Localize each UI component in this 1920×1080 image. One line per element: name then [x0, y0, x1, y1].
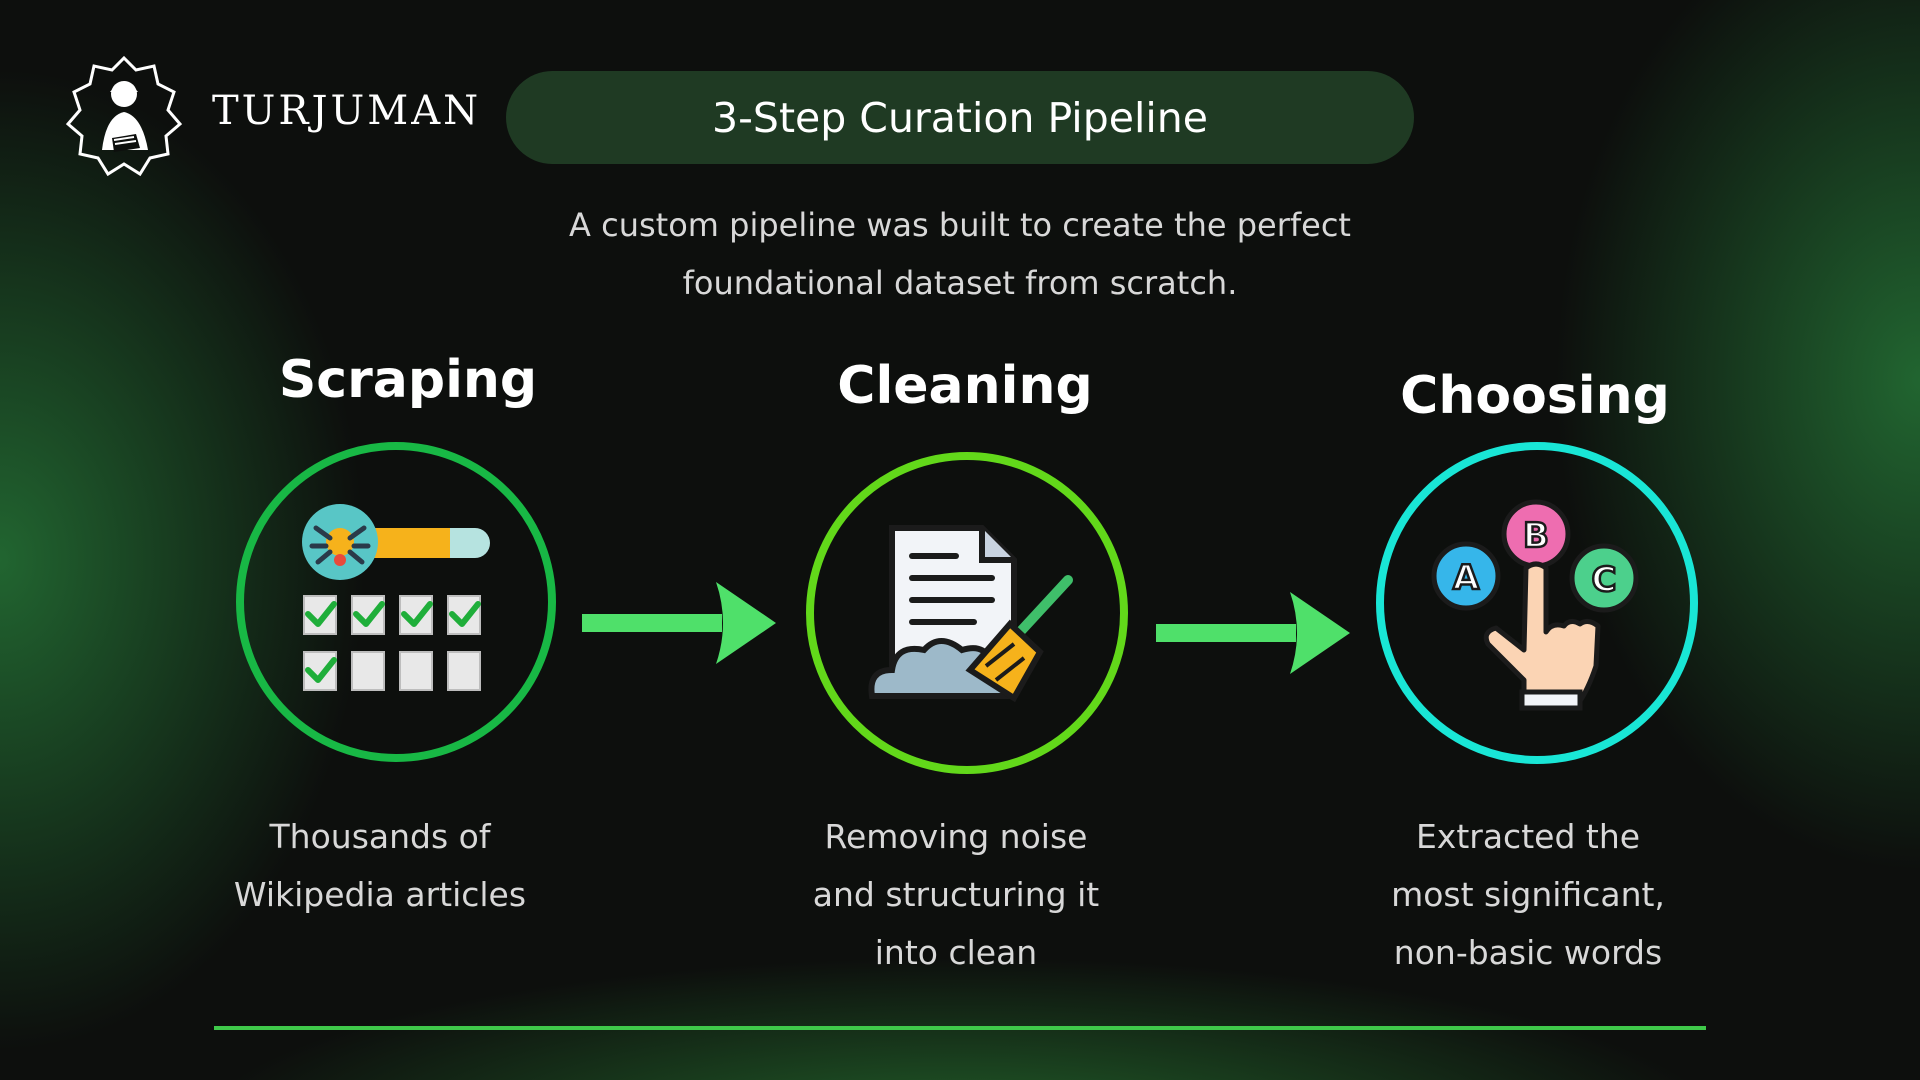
step-ring-scraping: [236, 442, 556, 762]
turjuman-logo: [62, 54, 186, 178]
step-title-cleaning: Cleaning: [837, 356, 1093, 416]
page-title: 3-Step Curation Pipeline: [712, 93, 1208, 142]
desc-line: and structuring it: [812, 875, 1100, 914]
desc-line: Wikipedia articles: [233, 875, 527, 914]
desc-line: non-basic words: [1393, 933, 1663, 972]
abc-choice-hand-icon: A B C: [1428, 494, 1648, 714]
step-desc-choosing: Extracted the most significant, non-basi…: [1318, 808, 1738, 982]
desc-line: Thousands of: [269, 817, 491, 856]
intro-line-2: foundational dataset from scratch.: [682, 264, 1238, 302]
step-ring-cleaning: [806, 452, 1128, 774]
desc-line: Removing noise: [824, 817, 1088, 856]
step-ring-choosing: [1376, 442, 1698, 764]
desc-line: into clean: [874, 933, 1038, 972]
arrow-right-icon: [1154, 588, 1354, 678]
intro-line-1: A custom pipeline was built to create th…: [569, 206, 1351, 244]
desc-line: most significant,: [1391, 875, 1665, 914]
bottom-divider: [214, 1026, 1706, 1030]
step-desc-cleaning: Removing noise and structuring it into c…: [746, 808, 1166, 982]
document-broom-icon: [864, 520, 1074, 710]
spider-checklist-icon: [296, 500, 496, 700]
intro-text: A custom pipeline was built to create th…: [500, 196, 1420, 312]
step-desc-scraping: Thousands of Wikipedia articles: [170, 808, 590, 924]
svg-text:A: A: [1453, 558, 1480, 598]
desc-line: Extracted the: [1415, 817, 1641, 856]
svg-text:C: C: [1592, 560, 1617, 600]
title-pill: 3-Step Curation Pipeline: [506, 71, 1414, 164]
step-title-choosing: Choosing: [1400, 366, 1670, 426]
arrow-right-icon: [580, 578, 780, 668]
step-title-scraping: Scraping: [278, 350, 538, 410]
svg-text:B: B: [1523, 516, 1549, 556]
brand-name: TURJUMAN: [212, 88, 482, 134]
